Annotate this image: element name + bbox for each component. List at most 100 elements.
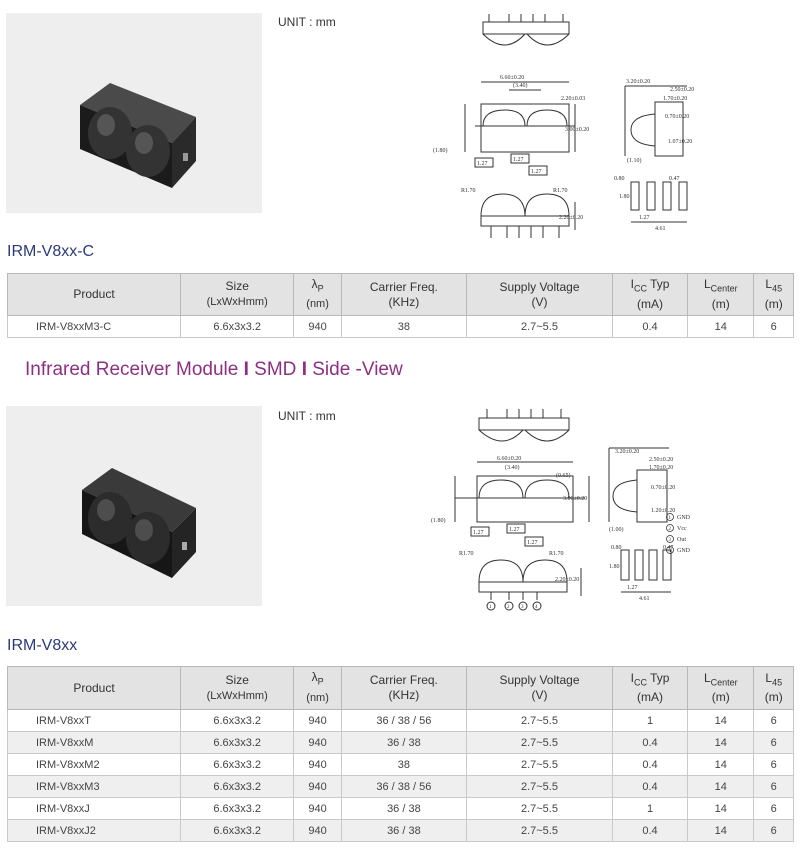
table-row: IRM-V8xxM 6.6x3x3.2 940 36 / 38 2.7~5.5 … — [7, 731, 794, 754]
cell-carrier: 38 — [340, 315, 468, 338]
col-supply: Supply Voltage(V) — [466, 273, 613, 316]
dim-pin2: 1.27 — [509, 527, 520, 533]
pad-e: 4.61 — [639, 596, 650, 602]
table-row: IRM-V8xxM3-C 6.6x3x3.2 940 38 2.7~5.5 0.… — [7, 315, 794, 338]
cell-supply: 2.7~5.5 — [466, 775, 613, 798]
col-icc: ICC Typ(mA) — [611, 273, 689, 316]
cell-wavelength: 940 — [293, 797, 342, 820]
cell-icc: 0.4 — [611, 819, 689, 842]
cell-product: IRM-V8xxJ — [7, 797, 181, 820]
cell-product: IRM-V8xxM2 — [7, 753, 181, 776]
dim-bottom: 2.20±0.20 — [559, 215, 583, 221]
pad-b: 0.47 — [663, 545, 674, 551]
dim-pitch: (3.40) — [513, 82, 528, 89]
col-carrier: Carrier Freq.(KHz) — [340, 273, 468, 316]
cell-supply: 2.7~5.5 — [466, 753, 613, 776]
col-size: Size(LxWxHmm) — [179, 666, 295, 710]
col-supply: Supply Voltage(V) — [466, 666, 613, 710]
cell-lcenter: 14 — [687, 797, 755, 820]
dim-length: 6.60±0.20 — [500, 75, 524, 81]
dim-c: (0.65) — [556, 472, 571, 479]
pad-b: 0.47 — [669, 176, 680, 182]
side-f: (1.00) — [609, 526, 624, 533]
cell-icc: 0.4 — [611, 315, 689, 338]
cell-l45: 6 — [753, 315, 794, 338]
cell-icc: 1 — [611, 797, 689, 820]
col-carrier: Carrier Freq.(KHz) — [340, 666, 468, 710]
model-title-v8xx: IRM-V8xx — [7, 637, 78, 654]
cell-lcenter: 14 — [687, 753, 755, 776]
side-d: 0.70±0.20 — [665, 114, 689, 120]
model-title-v8xx-c: IRM-V8xx-C — [7, 243, 95, 260]
cell-lcenter: 14 — [687, 709, 755, 732]
cell-supply: 2.7~5.5 — [466, 315, 613, 338]
dim-side: (1.80) — [433, 147, 448, 154]
cell-size: 6.6x3x3.2 — [179, 753, 295, 776]
cell-supply: 2.7~5.5 — [466, 797, 613, 820]
cell-carrier: 36 / 38 — [340, 797, 468, 820]
side-c: 1.70±0.20 — [649, 465, 673, 471]
pin-number-2: 2 — [507, 605, 510, 610]
sensor-module-image — [82, 468, 196, 578]
cell-icc: 0.4 — [611, 753, 689, 776]
dim-pin1: 1.27 — [477, 161, 488, 167]
side-top: 3.20±0.20 — [615, 449, 639, 455]
cell-wavelength: 940 — [293, 819, 342, 842]
pad-d: 1.27 — [627, 585, 638, 591]
dim-side: (1.80) — [431, 517, 446, 524]
dim-length: 6.60±0.20 — [497, 456, 521, 462]
col-icc: ICC Typ(mA) — [611, 666, 689, 710]
cell-product: IRM-V8xxJ2 — [7, 819, 181, 842]
cell-lcenter: 14 — [687, 315, 755, 338]
pin-label-1: GND — [677, 515, 691, 521]
col-l45: L45(m) — [753, 666, 794, 710]
pad-c: 1.80 — [619, 194, 630, 200]
cell-wavelength: 940 — [293, 775, 342, 798]
spec-table-v8xx: Product Size(LxWxHmm) λP(nm) Carrier Fre… — [7, 666, 794, 842]
cell-lcenter: 14 — [687, 775, 755, 798]
section-title: Infrared Receiver Module I SMD I Side -V… — [25, 359, 403, 380]
table-row: IRM-V8xxT 6.6x3x3.2 940 36 / 38 / 56 2.7… — [7, 709, 794, 732]
cell-carrier: 36 / 38 / 56 — [340, 709, 468, 732]
cell-supply: 2.7~5.5 — [466, 731, 613, 754]
cell-icc: 0.4 — [611, 731, 689, 754]
radius-right: R1.70 — [553, 188, 568, 194]
product-photo-v8xx-c — [6, 13, 262, 213]
col-product: Product — [7, 666, 181, 710]
pin-legend-number-2: 2 — [669, 527, 672, 532]
col-wavelength: λP(nm) — [293, 666, 342, 710]
table-row: IRM-V8xxM2 6.6x3x3.2 940 38 2.7~5.5 0.4 … — [7, 753, 794, 776]
col-lcenter: LCenter(m) — [687, 273, 755, 316]
cell-wavelength: 940 — [293, 731, 342, 754]
cell-l45: 6 — [753, 819, 794, 842]
cell-lcenter: 14 — [687, 731, 755, 754]
dimension-drawing-v8xx-c: 6.60±0.20 (3.40) 2.20±0.03 3.00±0.20 (1.… — [425, 6, 710, 246]
pad-a: 0.80 — [614, 176, 625, 182]
col-wavelength: λP(nm) — [293, 273, 342, 316]
cell-size: 6.6x3x3.2 — [179, 797, 295, 820]
pad-d: 1.27 — [639, 215, 650, 221]
dim-pitch: (3.40) — [505, 464, 520, 471]
side-b: 2.50±0.20 — [649, 457, 673, 463]
pin-number-4: 4 — [535, 605, 538, 610]
radius-left: R1.70 — [461, 188, 476, 194]
cell-supply: 2.7~5.5 — [466, 819, 613, 842]
dim-pin2: 1.27 — [513, 157, 524, 163]
cell-size: 6.6x3x3.2 — [179, 731, 295, 754]
cell-product: IRM-V8xxM3 — [7, 775, 181, 798]
pin-number-1: 1 — [489, 605, 492, 610]
dim-pin3: 1.27 — [531, 169, 542, 175]
radius-left: R1.70 — [459, 551, 474, 557]
cell-size: 6.6x3x3.2 — [179, 775, 295, 798]
cell-icc: 0.4 — [611, 775, 689, 798]
cell-supply: 2.7~5.5 — [466, 709, 613, 732]
pad-c: 1.80 — [609, 564, 620, 570]
cell-size: 6.6x3x3.2 — [179, 709, 295, 732]
unit-label: UNIT : mm — [278, 409, 336, 423]
pad-e: 4.61 — [655, 226, 666, 232]
side-f: (1.10) — [627, 157, 642, 164]
cell-l45: 6 — [753, 797, 794, 820]
sensor-module-image — [80, 83, 196, 188]
col-product: Product — [7, 273, 181, 316]
dim-a: 2.20±0.03 — [561, 96, 585, 102]
